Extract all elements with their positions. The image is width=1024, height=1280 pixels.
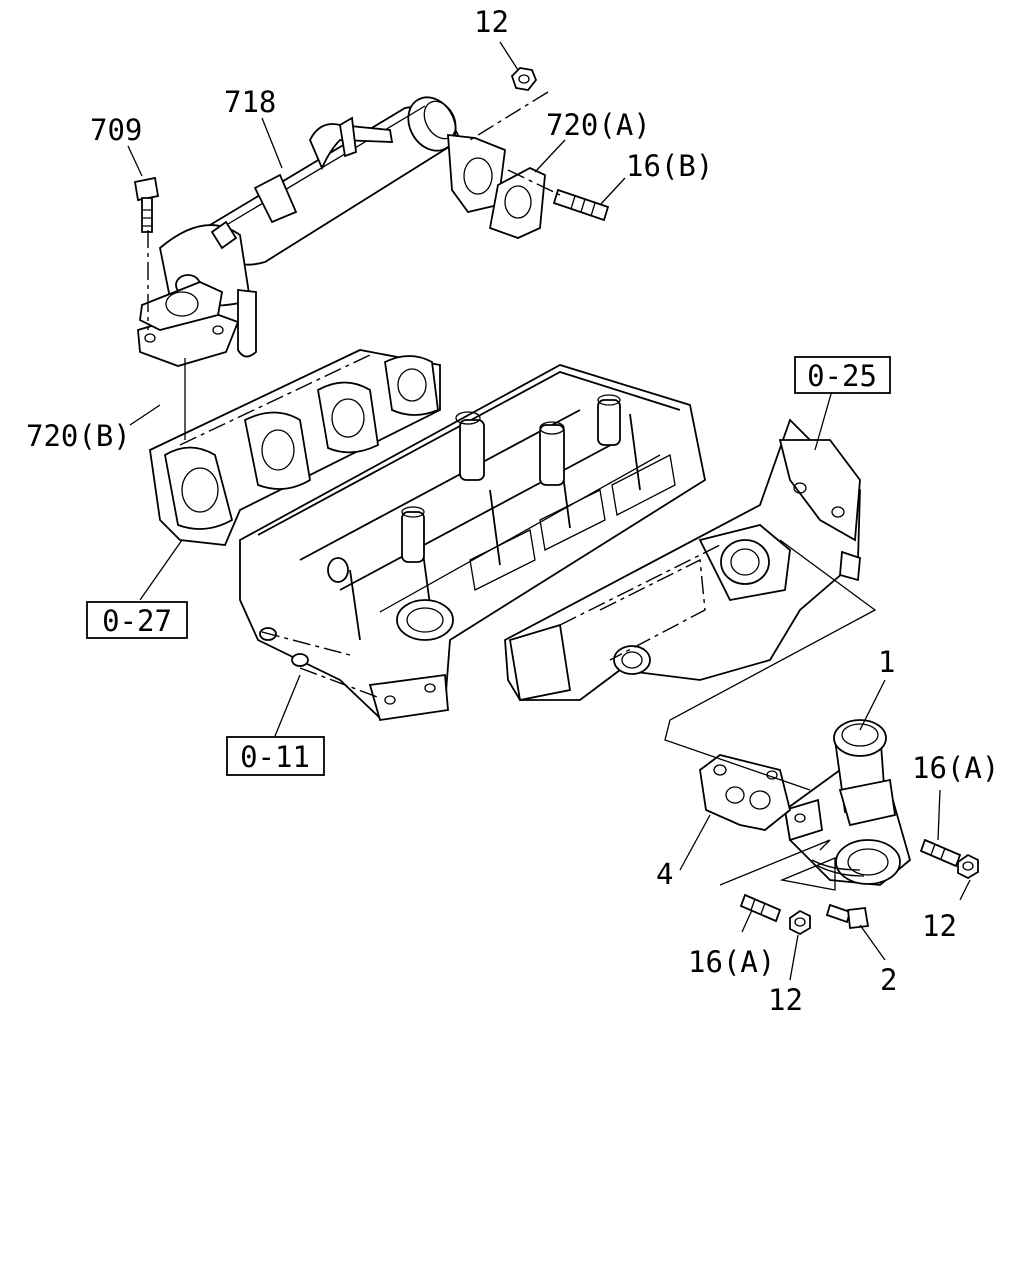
gasket-720b[interactable] [139,281,224,331]
label-720a: 720(A) [546,108,651,142]
label-12-right: 12 [922,909,957,943]
label-12-bottom: 12 [768,983,803,1017]
stud-16a-right[interactable] [919,838,962,868]
ref-label-0-11: 0-11 [240,740,310,774]
label-12-top: 12 [474,5,509,39]
egr-valve[interactable] [783,719,912,886]
egr-cooler[interactable] [137,89,506,367]
nut-12-bottom[interactable] [789,909,811,936]
ref-box-0-27[interactable]: 0-27 [86,601,188,639]
label-720b: 720(B) [26,419,131,453]
label-4: 4 [656,857,673,891]
ref-box-0-25[interactable]: 0-25 [794,356,891,394]
intake-manifold[interactable] [504,418,861,702]
gasket-4[interactable] [699,754,792,831]
exhaust-manifold[interactable] [149,349,441,546]
bolt-2[interactable] [825,903,870,929]
leader-lines [127,41,971,981]
stud-16b[interactable] [552,188,610,222]
label-16b: 16(B) [626,149,713,183]
label-718: 718 [224,85,276,119]
ref-label-0-27: 0-27 [102,604,172,638]
ref-box-0-11[interactable]: 0-11 [226,736,325,776]
stud-16a-bottom[interactable] [739,893,782,923]
gasket-720a[interactable] [488,166,546,239]
ref-label-0-25: 0-25 [807,359,877,393]
label-1: 1 [878,645,895,679]
label-16a-bottom: 16(A) [688,945,775,979]
bolt-709[interactable] [133,176,160,233]
cylinder-head[interactable] [239,364,707,722]
label-709: 709 [90,113,142,147]
label-16a-right: 16(A) [912,751,999,785]
nut-12-top[interactable] [510,67,538,91]
nut-12-right[interactable] [957,853,979,880]
label-2: 2 [880,963,897,997]
